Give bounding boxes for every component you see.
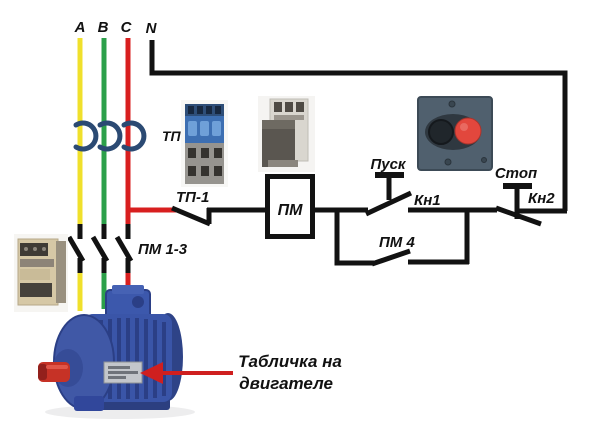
thermal-nc-contact-symbol (171, 205, 267, 227)
thermal-element-icon (73, 120, 147, 152)
start-button-label: Пуск (370, 156, 406, 173)
contactor-coil-symbol (265, 174, 368, 239)
phase-b-label: B (98, 19, 109, 36)
main-contacts-symbol (66, 224, 134, 273)
neutral-wire (149, 40, 568, 211)
stop-contact-symbol (495, 183, 567, 227)
motor-nameplate (103, 361, 143, 384)
contactor-photo (14, 234, 68, 312)
stop-contact-label: Кн2 (528, 190, 555, 207)
neutral-label: N (146, 20, 158, 37)
start-contact-symbol (364, 172, 497, 217)
thermal-heaters-label: ТП (162, 128, 182, 144)
start-stop-button-station-photo (417, 96, 493, 171)
phase-c-wire (125, 38, 176, 306)
nameplate-arrow-icon (140, 362, 233, 384)
stop-button-label: Стоп (495, 165, 537, 182)
main-contacts-label: ПМ 1-3 (138, 241, 188, 258)
thermal-overload-relay-photo (181, 100, 228, 187)
holding-contact-label: ПМ 4 (379, 234, 415, 251)
nameplate-annotation: Табличка на двигателе (238, 352, 342, 393)
contactor-coil-label: ПМ (278, 202, 304, 219)
phase-c-label: C (121, 19, 133, 36)
nameplate-annotation-line2: двигателе (239, 374, 333, 393)
phase-a-label: A (74, 19, 86, 36)
electric-motor-image (38, 285, 195, 419)
magnetic-contactor-photo (258, 96, 315, 172)
start-contact-label: Кн1 (414, 192, 441, 209)
thermal-nc-contact-label: ТП-1 (176, 189, 209, 206)
nameplate-annotation-line1: Табличка на (238, 352, 342, 371)
holding-contact-symbol (334, 208, 470, 267)
